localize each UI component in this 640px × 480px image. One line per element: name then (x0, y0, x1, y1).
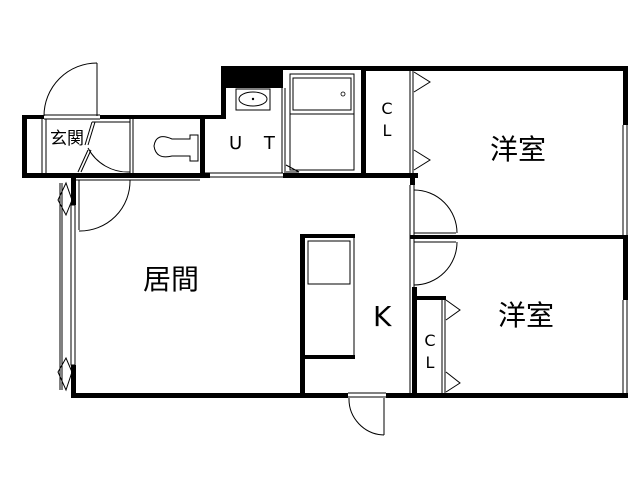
sink-icon (307, 240, 351, 285)
wall-ut-top-block (221, 66, 283, 88)
cl-bottom-line1: C (424, 331, 436, 350)
room-label-kitchen: K (373, 300, 392, 333)
cl-top-line1: C (381, 99, 393, 118)
toilet-icon (153, 134, 199, 162)
room-label-cl-top: C L (380, 98, 394, 142)
room-label-ut: U T (229, 133, 283, 154)
room-label-youshitsu-1: 洋室 (490, 133, 547, 166)
room-label-genkan: 玄関 (50, 129, 84, 149)
room-label-youshitsu-2: 洋室 (498, 299, 555, 332)
cl-bottom-line2: L (425, 353, 435, 372)
wall-top-right (362, 66, 628, 71)
wall-genkan-left (22, 115, 27, 177)
cl-top-line2: L (382, 121, 392, 140)
room-label-living: 居間 (143, 263, 200, 296)
room-label-cl-bottom: C L (423, 330, 437, 374)
